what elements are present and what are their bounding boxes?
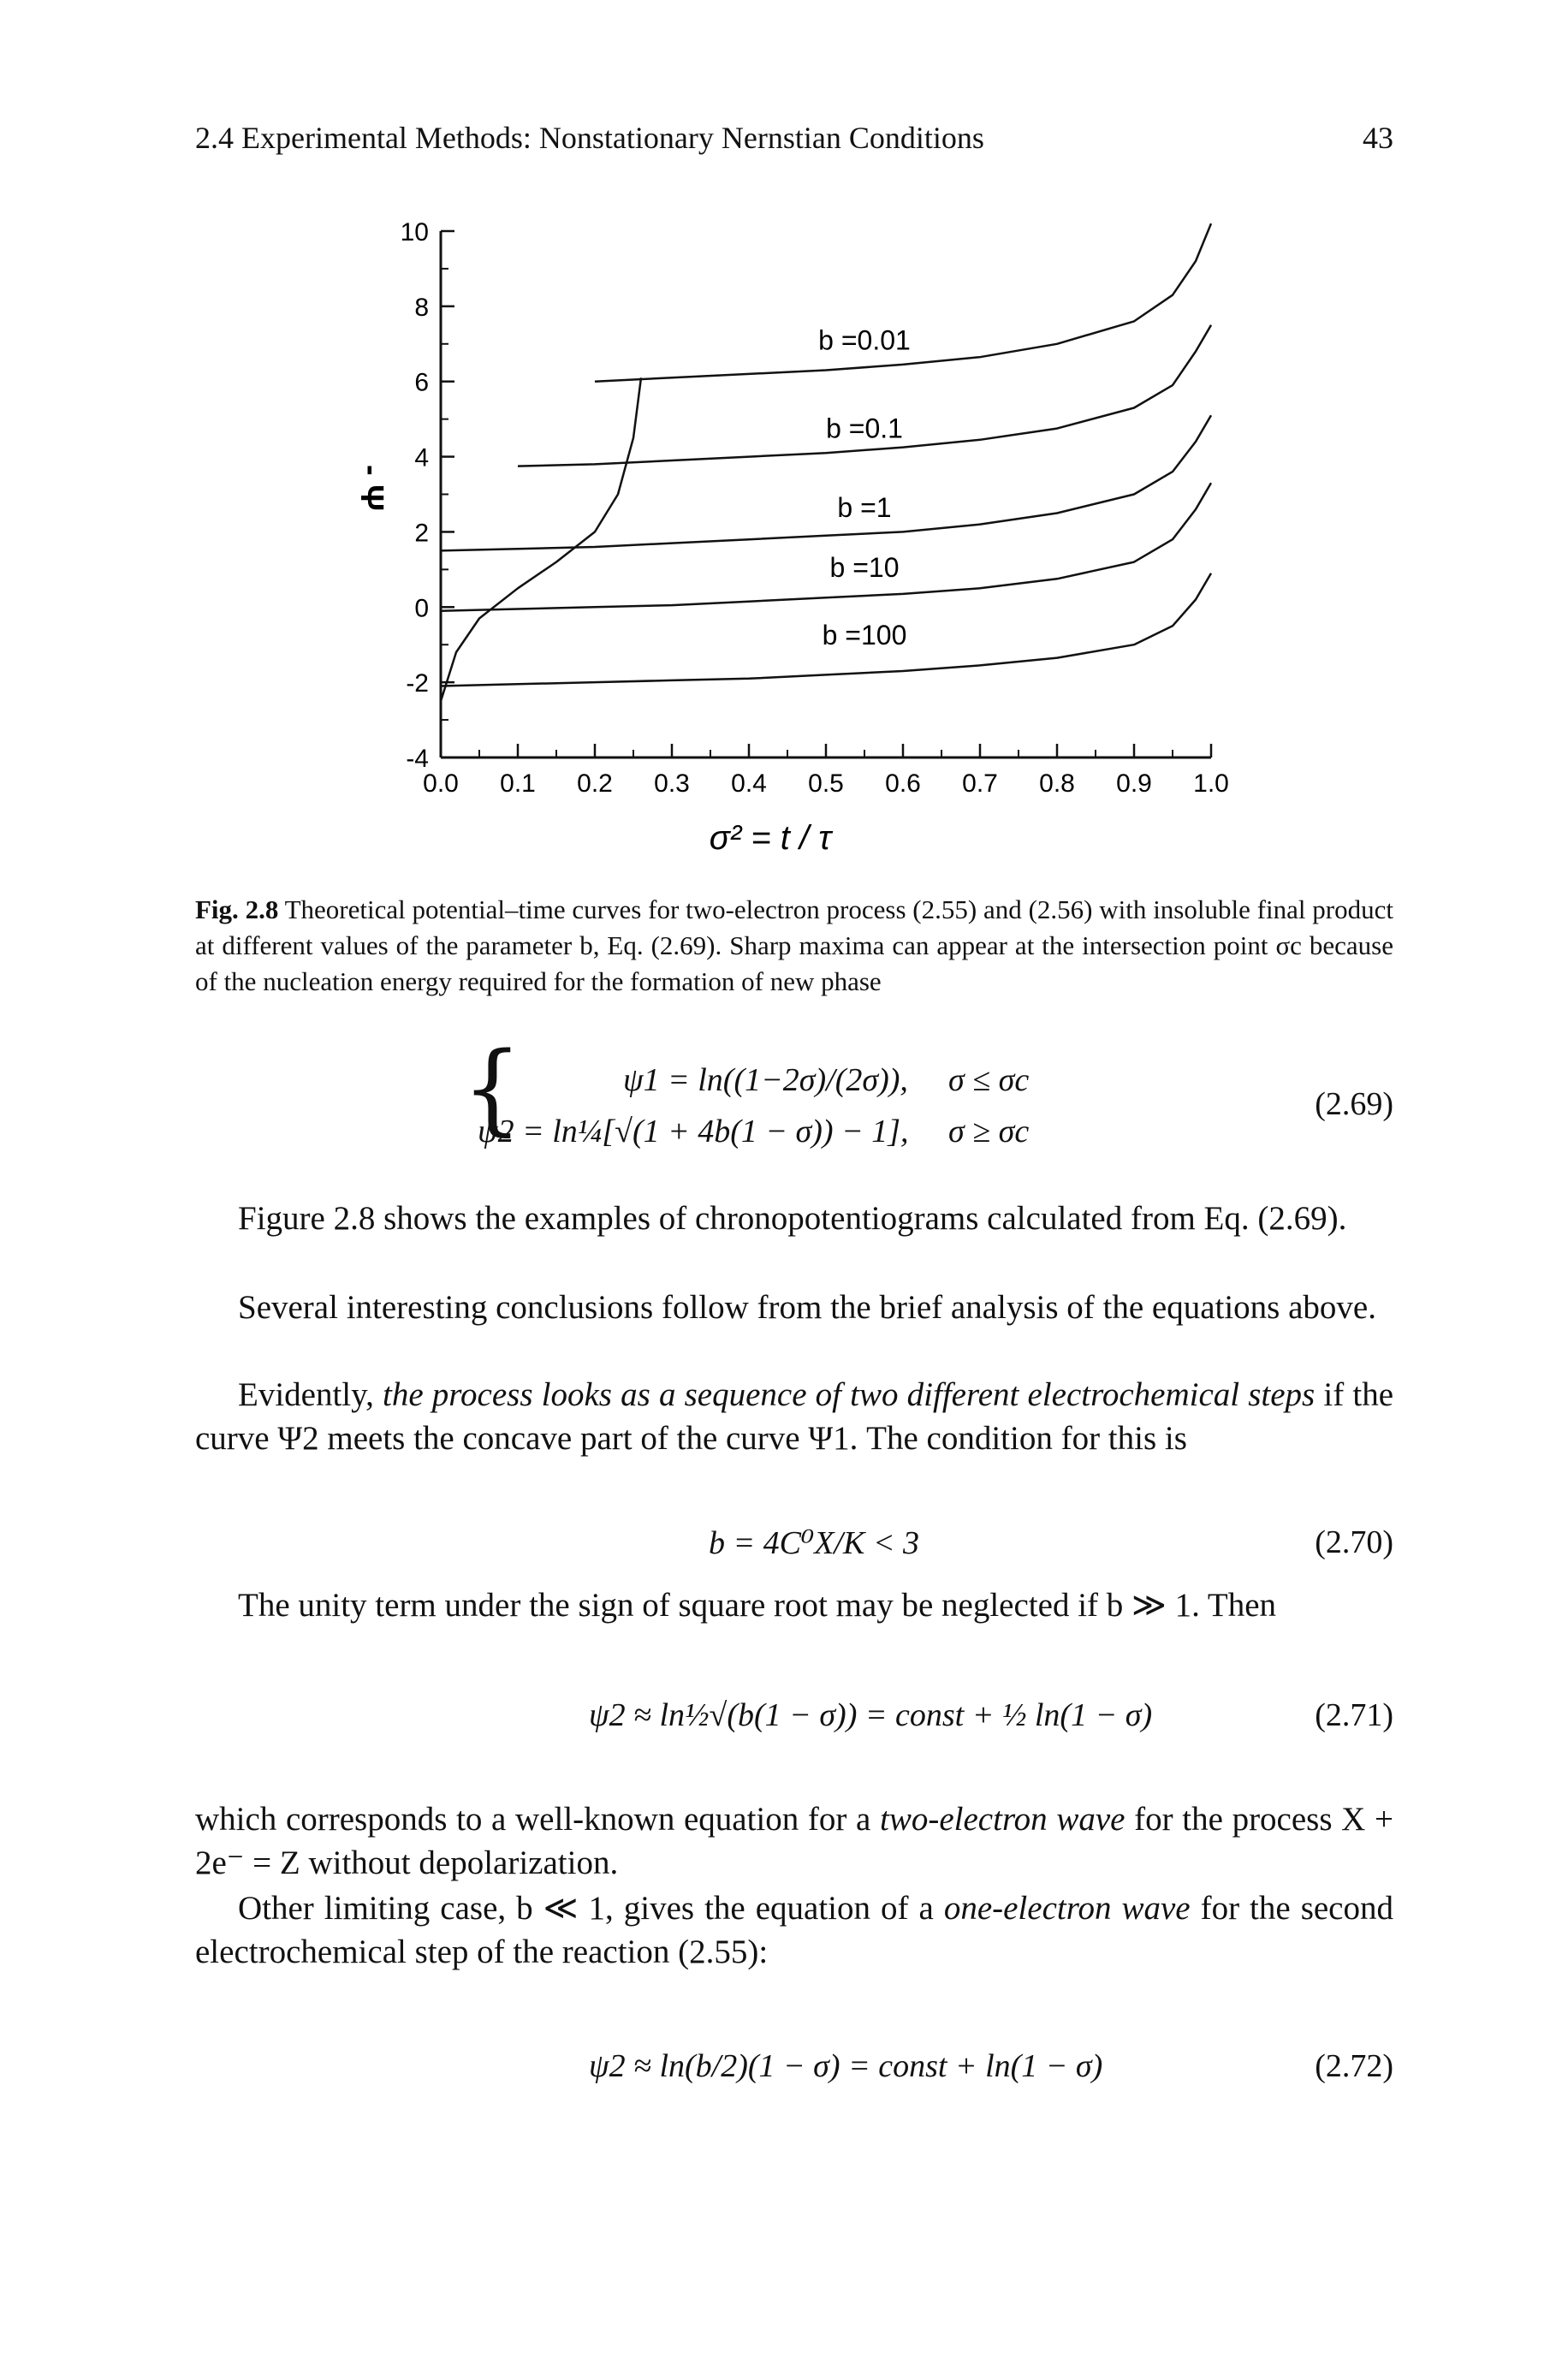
- eq-2-71-expr: ψ2 ≈ ln½√(b(1 − σ)) = const + ½ ln(1 − σ…: [589, 1697, 1153, 1733]
- y-tick-label: 10: [401, 218, 429, 247]
- page-number: 43: [1363, 121, 1393, 155]
- chart-series: [439, 223, 1213, 702]
- curve-label: b =0.01: [818, 324, 911, 355]
- x-axis-label: σ² = t / τ: [710, 819, 834, 857]
- paragraph-5-end: for the process X + 2e⁻ = Z without depo…: [195, 1801, 1393, 1882]
- paragraph-6-start: Other limiting case, b ≪ 1, gives the eq…: [238, 1890, 934, 1927]
- paragraph-3: Evidently, the process looks as a sequen…: [195, 1373, 1393, 1461]
- x-tick-label: 0.3: [654, 769, 690, 798]
- curve-line-1: [594, 223, 1213, 383]
- paragraph-1: Figure 2.8 shows the examples of chronop…: [238, 1200, 1347, 1237]
- x-tick-label: 0.6: [885, 769, 921, 798]
- curve-line-3: [440, 414, 1213, 552]
- paragraph-5-italic: two-electron wave: [880, 1801, 1126, 1838]
- paragraph-6: Other limiting case, b ≪ 1, gives the eq…: [195, 1886, 1393, 1975]
- curve-line-4: [440, 482, 1213, 612]
- eq-2-71-number: (2.71): [1315, 1697, 1393, 1733]
- curve-line-5: [440, 573, 1213, 687]
- figure-2-8-chart: 0.0 0.1 0.2 0.3 0.4 0.5 0.6 0.7 0.8 0.9 1.0 10 8 6 4 2 0…: [353, 218, 1229, 857]
- curve-label: b =10: [830, 552, 900, 583]
- y-tick-label: 0: [414, 594, 429, 622]
- eq-2-69-psi1: ψ1 = ln((1−2σ)/(2σ)),: [623, 1062, 908, 1098]
- paragraph-6-end: for the second electrochemical step of t…: [195, 1890, 1393, 1971]
- y-tick-label: -2: [406, 669, 429, 698]
- curve-line-2: [517, 324, 1213, 467]
- paragraph-5-start: which corresponds to a well-known equati…: [195, 1801, 871, 1838]
- eq-2-72-number: (2.72): [1315, 2048, 1393, 2084]
- chart-axes: 0.0 0.1 0.2 0.3 0.4 0.5 0.6 0.7 0.8 0.9 1.0 10 8 6 4 2 0…: [401, 218, 1229, 798]
- eq-2-70-expr: b = 4C⁰X/K < 3: [709, 1525, 919, 1561]
- y-tick-label: 6: [414, 369, 429, 397]
- paragraph-3-end: if the curve Ψ2 meets the concave part o…: [195, 1376, 1394, 1458]
- x-tick-label: 0.1: [500, 769, 536, 798]
- caption-text: Theoretical potential–time curves for tw…: [195, 894, 1393, 997]
- curve-line-6: [439, 377, 643, 702]
- paragraph-3-italic: the process looks as a sequence of two d…: [383, 1376, 1316, 1413]
- chart-curve-labels: b =0.01 b =0.1 b =1 b =10 b =100: [818, 324, 911, 650]
- x-tick-label: 0.7: [962, 769, 998, 798]
- paragraph-6-italic: one-electron wave: [943, 1890, 1191, 1927]
- eq-2-70-number: (2.70): [1315, 1524, 1393, 1560]
- x-tick-label: 0.5: [808, 769, 844, 798]
- caption-label: Fig. 2.8: [195, 894, 279, 924]
- curve-label: b =100: [823, 620, 907, 650]
- paragraph-4: The unity term under the sign of square …: [238, 1587, 1277, 1624]
- paragraph-5: which corresponds to a well-known equati…: [195, 1797, 1393, 1886]
- x-tick-label: 0.9: [1116, 769, 1152, 798]
- x-tick-label: 0.2: [577, 769, 613, 798]
- header-title: 2.4 Experimental Methods: Nonstationary …: [195, 121, 984, 155]
- eq-2-72-expr: ψ2 ≈ ln(b/2)(1 − σ) = const + ln(1 − σ): [589, 2048, 1103, 2084]
- x-tick-label: 1.0: [1193, 769, 1229, 798]
- y-tick-label: 8: [414, 294, 429, 322]
- curve-label: b =1: [837, 492, 891, 523]
- running-header: 2.4 Experimental Methods: Nonstationary …: [195, 120, 1393, 163]
- eq-2-69-cond2: σ ≥ σc: [948, 1114, 1030, 1149]
- case-brace: {: [462, 1030, 522, 1146]
- figure-caption: Fig. 2.8 Theoretical potential–time curv…: [195, 892, 1393, 1000]
- y-tick-label: 4: [414, 444, 429, 472]
- x-tick-label: 0.4: [731, 769, 767, 798]
- eq-2-69-psi2: ψ2 = ln¼[√(1 + 4b(1 − σ)) − 1],: [478, 1114, 909, 1149]
- x-tick-label: 0.0: [423, 769, 459, 798]
- y-tick-label: 2: [414, 519, 429, 547]
- paragraph-2: Several interesting conclusions follow f…: [238, 1289, 1376, 1326]
- eq-2-69-number: (2.69): [1315, 1086, 1393, 1122]
- x-tick-label: 0.8: [1039, 769, 1075, 798]
- curve-label: b =0.1: [826, 413, 903, 444]
- paragraph-3-start: Evidently,: [238, 1376, 374, 1413]
- y-axis-label: - Ψ: [353, 465, 389, 511]
- y-tick-label: -4: [406, 745, 429, 773]
- eq-2-69-cond1: σ ≤ σc: [948, 1062, 1030, 1098]
